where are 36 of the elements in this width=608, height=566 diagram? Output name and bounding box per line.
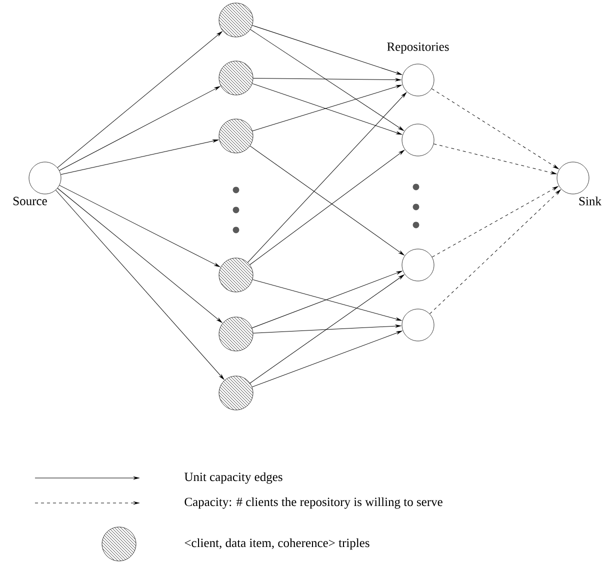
arrow	[433, 144, 557, 174]
legend-text: Capacity: # clients the repository is willing to serve	[184, 497, 442, 509]
arrow	[59, 185, 220, 267]
arrow	[248, 92, 406, 263]
arrow	[431, 88, 559, 170]
arrow	[57, 31, 222, 168]
hatched-circle	[218, 316, 254, 352]
hatched-circle	[218, 258, 254, 292]
arrow	[252, 25, 402, 75]
arrow	[252, 78, 402, 82]
legend-text: <client, data item, coherence> triples	[184, 538, 370, 550]
hatched-circle	[218, 60, 254, 96]
arrow	[56, 190, 224, 380]
node-label: Sink	[579, 196, 602, 206]
node-circle	[556, 162, 590, 194]
hatched-circle	[218, 118, 254, 154]
arrow	[432, 186, 558, 258]
node-label: Source	[13, 196, 47, 206]
arrow	[252, 279, 402, 321]
arrow	[252, 330, 402, 388]
arrow	[60, 140, 218, 175]
node-circle	[402, 64, 434, 96]
arrow	[252, 270, 402, 328]
arrow	[430, 190, 561, 314]
arrow	[250, 274, 404, 384]
arrow	[59, 86, 220, 171]
node-circle	[402, 248, 434, 282]
node-circle	[402, 308, 434, 342]
hatched-circle	[218, 2, 254, 38]
node-circle	[28, 162, 62, 194]
arrow	[252, 324, 402, 334]
hatched-circle	[218, 376, 254, 410]
arrow	[57, 188, 222, 323]
arrow	[250, 29, 404, 131]
node-circle	[402, 124, 434, 156]
legend-text: Unit capacity edges	[184, 472, 282, 484]
